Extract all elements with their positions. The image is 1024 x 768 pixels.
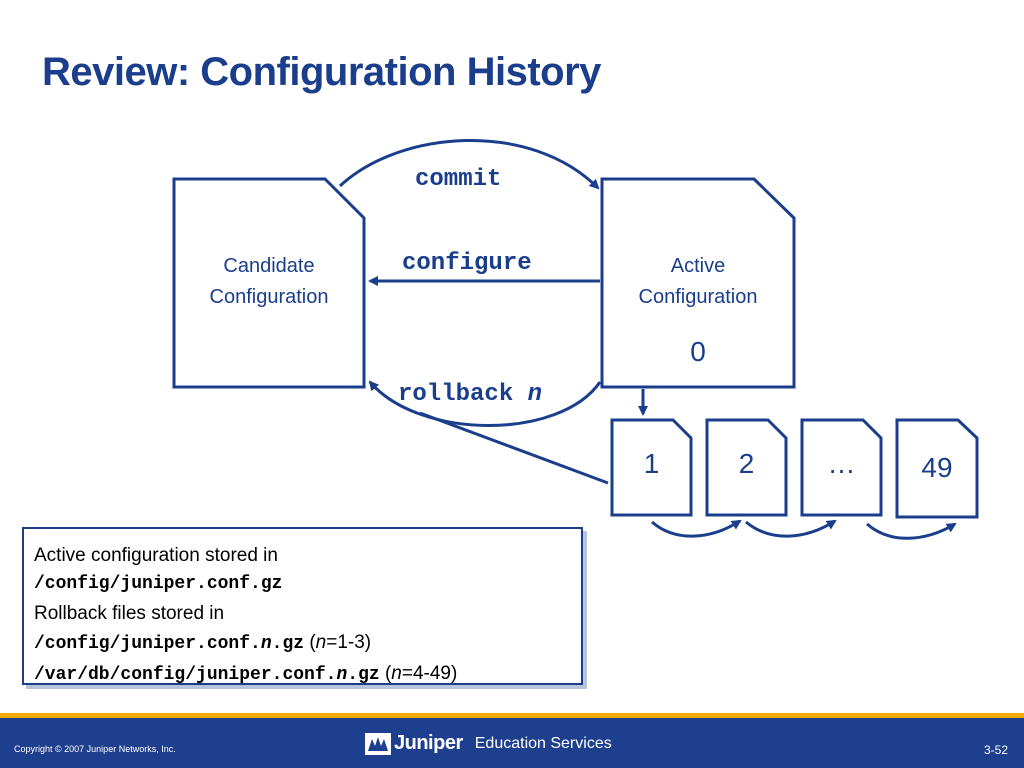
- juniper-logo-icon: [365, 732, 391, 755]
- info-line-rollback-stored: Rollback files stored in: [34, 603, 225, 624]
- juniper-logo: Juniper Education Services: [365, 732, 612, 755]
- rollback-file-doc-2: [705, 418, 788, 517]
- info-line-rollback-path-2: /var/db/config/juniper.conf.n.gz (n=4-49…: [34, 663, 458, 685]
- footer-page-number: 3-52: [983, 743, 1008, 757]
- active-config-label: Active Configuration: [638, 255, 758, 308]
- footer-bar: Copyright © 2007 Juniper Networks, Inc. …: [0, 713, 1024, 768]
- slide-title: Review: Configuration History: [42, 50, 601, 94]
- rollback-file-doc-ellipsis: [800, 418, 883, 517]
- info-line-rollback-path-1: /config/juniper.conf.n.gz (n=1-3): [34, 632, 372, 654]
- rollback-file-1-label: 1: [643, 448, 660, 479]
- commit-arrow: [338, 139, 600, 190]
- rollback-file-doc-1: [610, 418, 693, 517]
- rollback-file-49-label: 49: [921, 452, 953, 483]
- footer-brand: Juniper: [394, 732, 463, 754]
- info-line-active-stored: Active configuration stored in: [34, 545, 278, 566]
- rollback-file-doc-49: [895, 418, 979, 519]
- shift-arrow-1-2: [651, 519, 742, 538]
- rollback-file-2-label: 2: [738, 448, 755, 479]
- active-config-number: 0: [690, 336, 706, 367]
- config-history-diagram: [172, 139, 979, 540]
- footer-tagline: Education Services: [474, 734, 612, 752]
- rollback-file-ellipsis-label: …: [827, 448, 856, 479]
- rollback-label: rollback n: [398, 381, 543, 408]
- active-config-doc: [600, 177, 796, 389]
- candidate-config-label: Candidate Configuration: [209, 255, 329, 308]
- info-line-active-path: /config/juniper.conf.gz: [34, 574, 283, 594]
- rollback-arrow: [368, 380, 602, 427]
- commit-label: commit: [415, 166, 502, 193]
- configure-label: configure: [402, 250, 532, 277]
- shift-arrow-2-ellipsis: [745, 519, 837, 538]
- candidate-config-doc: [172, 177, 366, 389]
- shift-arrow-ellipsis-49: [866, 522, 957, 540]
- storage-info-box: Active configuration stored in /config/j…: [22, 527, 583, 685]
- footer-copyright: Copyright © 2007 Juniper Networks, Inc.: [14, 744, 176, 754]
- rollback-source-line: [419, 411, 609, 485]
